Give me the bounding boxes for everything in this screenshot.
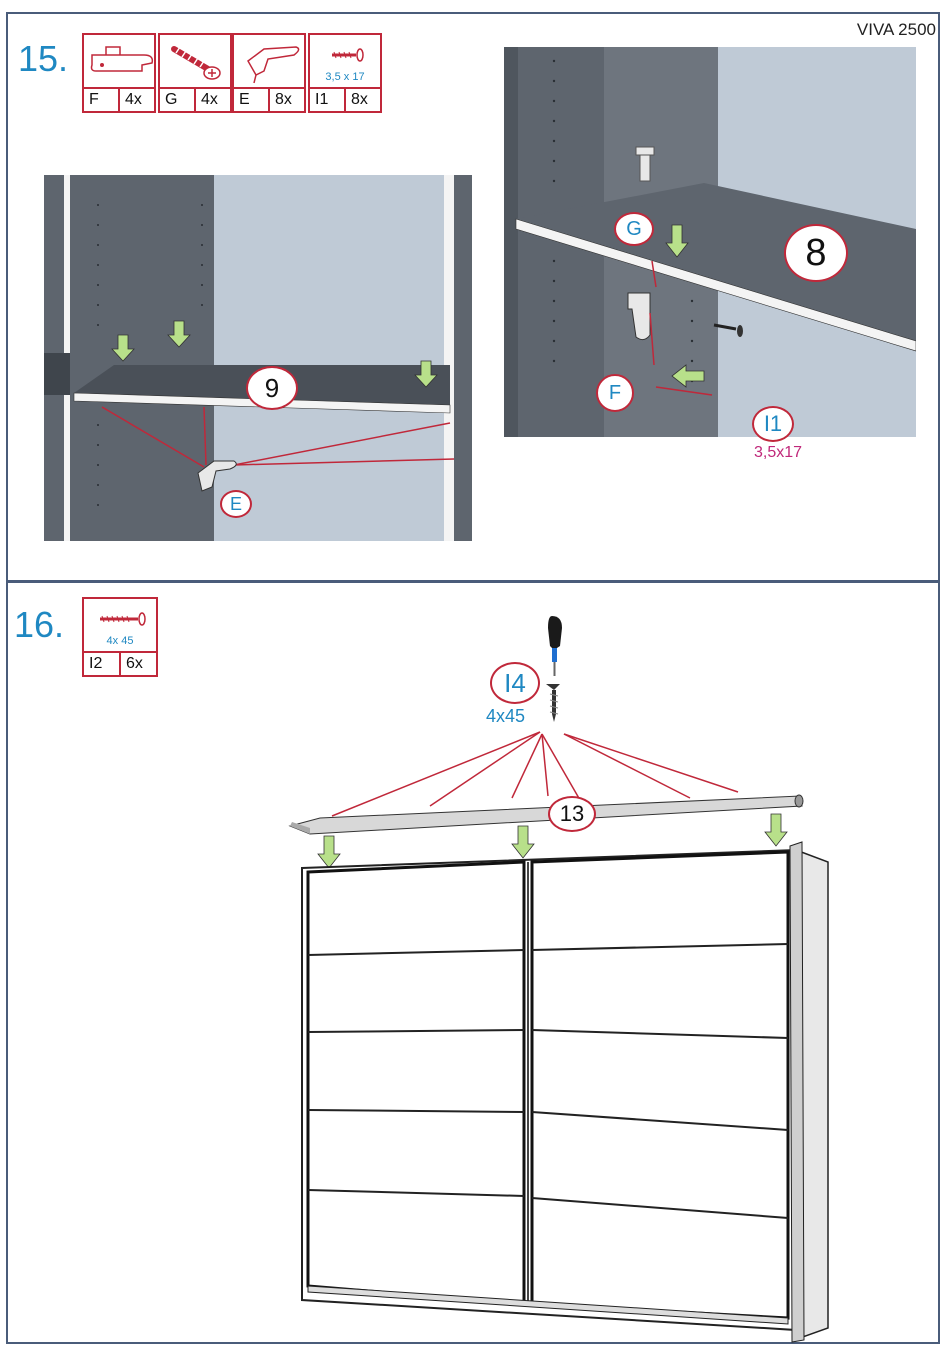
part-size-label: 3,5 x 17 <box>310 71 380 83</box>
part-code: G <box>160 89 194 111</box>
part-callout-f: F <box>596 374 634 412</box>
part-qty: 4x <box>194 89 230 111</box>
part-code: I1 <box>310 89 344 111</box>
shelf-detail-left-illustration <box>44 175 472 541</box>
shelf-support-icon <box>234 35 308 91</box>
part-qty: 8x <box>268 89 304 111</box>
part-code: E <box>234 89 268 111</box>
screw-callout-i1: I1 <box>752 406 794 442</box>
brand-label: VIVA 2500 <box>857 20 936 40</box>
wardrobe-top-rail-illustration <box>280 610 840 1350</box>
part-callout-e: E <box>220 490 252 518</box>
screw-size-label: 4x45 <box>486 706 525 727</box>
screw-icon <box>160 35 234 91</box>
part-qty: 8x <box>344 89 380 111</box>
part-qty: 4x <box>118 89 154 111</box>
part-callout-g: G <box>614 212 654 246</box>
step-15-number: 15. <box>18 38 68 80</box>
part-code: I2 <box>84 653 119 675</box>
section-divider <box>6 580 940 583</box>
panel-callout-8: 8 <box>784 224 848 282</box>
part-size-label: 4x 45 <box>84 635 156 647</box>
shelf-detail-right-illustration <box>504 47 916 437</box>
panel-callout-9: 9 <box>246 366 298 410</box>
screw-size-label: 3,5x17 <box>754 444 802 462</box>
panel-callout-13: 13 <box>548 796 596 832</box>
part-qty: 6x <box>119 653 156 675</box>
part-code: F <box>84 89 118 111</box>
step-16-number: 16. <box>14 604 64 646</box>
screw-callout-i4: I4 <box>490 662 540 704</box>
shelf-clip-icon <box>84 35 158 91</box>
screwdriver-icon <box>548 616 562 676</box>
